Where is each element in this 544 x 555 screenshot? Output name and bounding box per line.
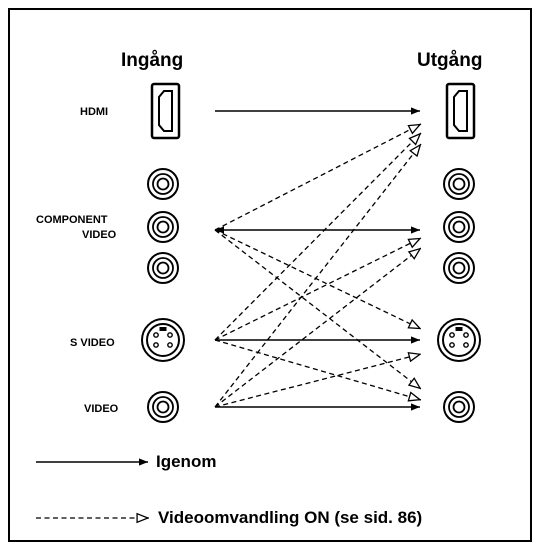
conversion-arrow-video-to-component [214,247,421,408]
s-video-label: S VIDEO [70,337,115,349]
conversion-arrow-component-to-video [214,229,421,390]
conversion-arrow-component-to-svideo [214,229,421,330]
conversion-arrow-component-to-hdmi [214,123,421,231]
conversion-arrow-video-to-hdmi [214,144,422,408]
s-video-input-icon [141,318,185,362]
hdmi-output-icon [445,82,476,140]
video-output-icon [443,391,475,423]
video-label: VIDEO [84,403,119,415]
legend-dashed-label: Videoomvandling ON (se sid. 86) [158,508,423,527]
component-video-input-icon [147,168,179,284]
input-heading: Ingång [121,50,184,71]
component-video-output-icon [443,168,475,284]
conversion-arrow-svideo-to-component [214,237,421,341]
conversion-arrow-svideo-to-video [214,339,421,400]
s-video-output-icon [437,318,481,362]
hdmi-input-icon [150,82,181,140]
legend-solid-label: Igenom [156,452,217,471]
output-heading: Utgång [417,50,483,71]
hdmi-label: HDMI [80,106,109,118]
video-input-icon [147,391,179,423]
conversion-arrow-svideo-to-hdmi [214,133,421,341]
component-video-label-line1: COMPONENT [36,214,108,226]
component-video-label-line2: VIDEO [82,229,117,241]
conversion-arrow-video-to-svideo [214,354,421,408]
